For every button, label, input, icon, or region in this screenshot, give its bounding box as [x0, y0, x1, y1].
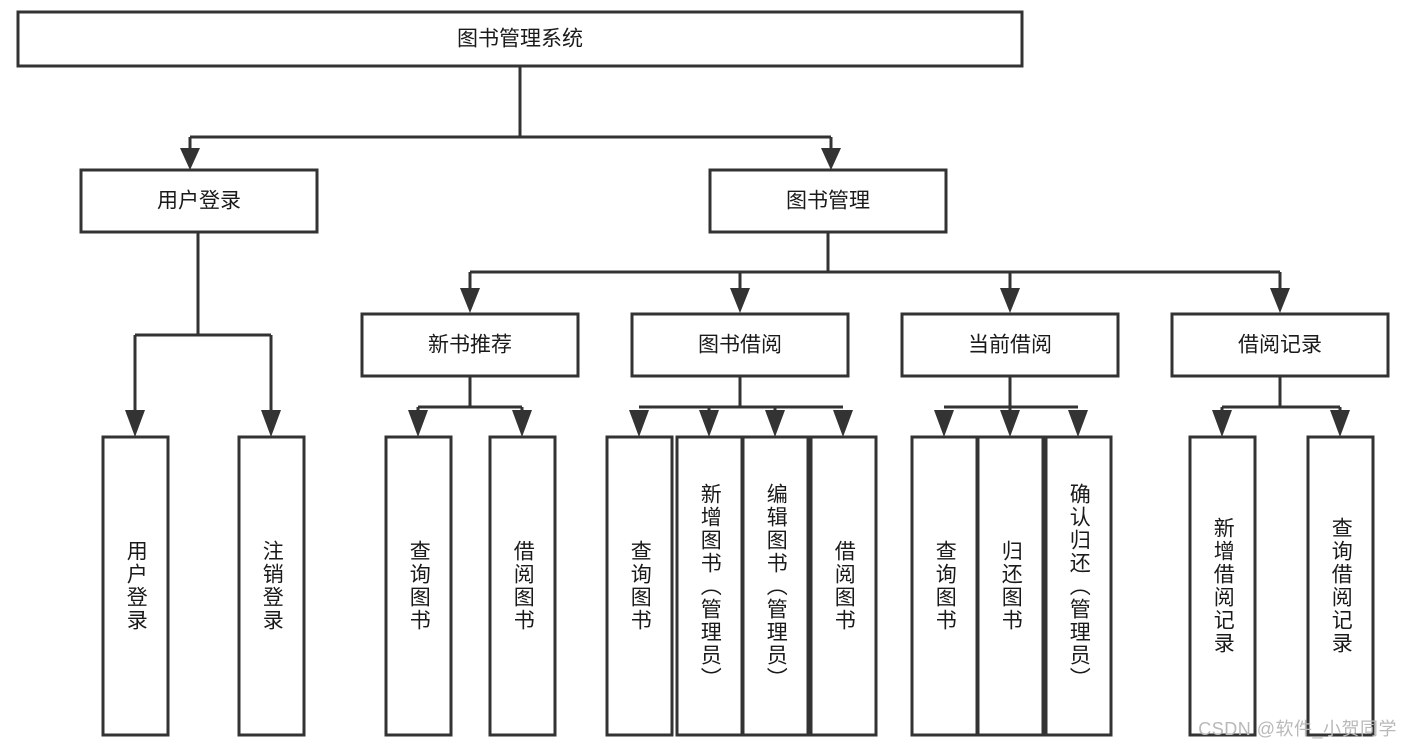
leaf-label-wrap-nbr-borrow-book: 借阅图书 — [490, 437, 555, 735]
arrowhead-bb-leaf2 — [699, 410, 719, 437]
leaf-label-wrap-bb-edit-book: 编辑图书（管理员） — [743, 437, 808, 735]
leaf-label-wrap-cb-return-book: 归还图书 — [978, 437, 1043, 735]
leaf-label-wrap-bb-borrow-book: 借阅图书 — [811, 437, 876, 735]
leaf-label-br-query-record: 查询借阅记录 — [1329, 517, 1353, 655]
node-box-user-login[interactable] — [79, 168, 319, 234]
node-box-book-borrow[interactable] — [630, 312, 850, 378]
leaf-label-cb-query-book: 查询图书 — [933, 540, 957, 632]
node-label-user-login: 用户登录 — [157, 190, 241, 213]
leaf-label-wrap-br-query-record: 查询借阅记录 — [1308, 437, 1373, 735]
connector-group-borrow-record — [1212, 376, 1350, 437]
connector-group-book-borrow — [629, 376, 853, 437]
arrowhead-cb-leaf1 — [934, 410, 954, 437]
leaf-label-wrap-bb-add-book: 新增图书（管理员） — [677, 437, 742, 735]
leaf-label-bb-borrow-book: 借阅图书 — [832, 540, 856, 632]
arrowhead-nbr-leaf2 — [512, 410, 532, 437]
node-box-leaf-bb-edit-book[interactable] — [741, 435, 810, 737]
leaf-label-cb-confirm-return: 确认归还（管理员） — [1067, 482, 1091, 690]
node-box-leaf-bb-borrow-book[interactable] — [809, 435, 878, 737]
leaf-label-nbr-query-book: 查询图书 — [407, 540, 431, 632]
node-box-leaf-cb-query-book[interactable] — [910, 435, 979, 737]
node-label-book-management: 图书管理 — [786, 190, 870, 213]
arrowhead-br-leaf1 — [1212, 410, 1232, 437]
node-box-leaf-nbr-borrow-book[interactable] — [488, 435, 557, 737]
arrowhead-cb-leaf2 — [1000, 410, 1020, 437]
node-box-leaf-cb-confirm-return[interactable] — [1044, 435, 1113, 737]
node-label-borrow-record: 借阅记录 — [1238, 334, 1322, 357]
node-label-root: 图书管理系统 — [457, 28, 583, 51]
node-box-leaf-user-login[interactable] — [101, 435, 170, 737]
arrowhead-bb-leaf3 — [765, 410, 785, 437]
node-box-leaf-nbr-query-book[interactable] — [384, 435, 453, 737]
node-label-new-book-recommend: 新书推荐 — [428, 334, 512, 357]
leaf-label-wrap-cb-confirm-return: 确认归还（管理员） — [1046, 437, 1111, 735]
arrowhead-leaf-user-login — [125, 410, 145, 437]
leaf-label-nbr-borrow-book: 借阅图书 — [511, 540, 535, 632]
node-box-root[interactable] — [16, 10, 1024, 68]
node-label-current-borrow: 当前借阅 — [968, 334, 1052, 357]
arrowhead-br-leaf2 — [1330, 410, 1350, 437]
node-box-current-borrow[interactable] — [900, 312, 1120, 378]
node-box-book-management[interactable] — [708, 168, 948, 234]
arrowhead-user-login — [180, 148, 200, 170]
node-box-borrow-record[interactable] — [1170, 312, 1390, 378]
node-box-leaf-br-query-record[interactable] — [1306, 435, 1375, 737]
connector-group-current-borrow — [934, 376, 1088, 437]
leaf-label-logout: 注销登录 — [260, 540, 284, 632]
leaf-label-wrap-br-add-record: 新增借阅记录 — [1190, 437, 1255, 735]
leaf-label-wrap-user-login: 用户登录 — [103, 437, 168, 735]
connector-group-root — [180, 66, 841, 170]
node-box-leaf-logout[interactable] — [237, 435, 306, 737]
leaf-label-user-login: 用户登录 — [124, 540, 148, 632]
leaf-label-wrap-nbr-query-book: 查询图书 — [386, 437, 451, 735]
arrowhead-bb-leaf4 — [833, 410, 853, 437]
arrowhead-book-mgmt — [821, 148, 841, 170]
arrowhead-nbr-leaf1 — [408, 410, 428, 437]
node-box-leaf-br-add-record[interactable] — [1188, 435, 1257, 737]
connector-group-new-book-recommend — [408, 376, 532, 437]
node-label-book-borrow: 图书借阅 — [698, 334, 782, 357]
node-box-leaf-bb-add-book[interactable] — [675, 435, 744, 737]
arrowhead-book-borrow — [730, 288, 750, 313]
leaf-label-wrap-cb-query-book: 查询图书 — [912, 437, 977, 735]
leaf-label-bb-query-book: 查询图书 — [628, 540, 652, 632]
arrowhead-cb-leaf3 — [1068, 410, 1088, 437]
arrowhead-leaf-logout — [261, 410, 281, 437]
leaf-label-bb-edit-book: 编辑图书（管理员） — [764, 482, 788, 690]
leaf-label-cb-return-book: 归还图书 — [999, 540, 1023, 632]
leaf-label-br-add-record: 新增借阅记录 — [1211, 517, 1235, 655]
leaf-label-wrap-logout: 注销登录 — [239, 437, 304, 735]
node-box-leaf-cb-return-book[interactable] — [976, 435, 1045, 737]
arrowhead-new-book-recommend — [460, 288, 480, 313]
node-box-leaf-bb-query-book[interactable] — [605, 435, 674, 737]
connector-group-book-mgmt — [460, 233, 1290, 313]
arrowhead-bb-leaf1 — [629, 410, 649, 437]
csdn-watermark: CSDN @软件_小贺同学 — [1198, 719, 1397, 739]
node-box-new-book-recommend[interactable] — [360, 312, 580, 378]
arrowhead-current-borrow — [1000, 288, 1020, 313]
leaf-label-bb-add-book: 新增图书（管理员） — [698, 482, 722, 690]
connector-group-user-login — [125, 233, 281, 437]
arrowhead-borrow-record — [1270, 288, 1290, 313]
leaf-label-wrap-bb-query-book: 查询图书 — [607, 437, 672, 735]
